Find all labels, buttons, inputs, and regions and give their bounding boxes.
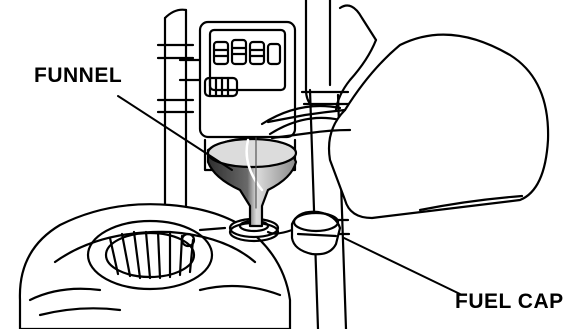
funnel-leader-line — [118, 96, 232, 170]
fuel-cap-leader-line — [344, 238, 460, 294]
quick-connect-fittings — [205, 40, 280, 96]
fuel-cap — [268, 212, 340, 255]
funnel — [208, 138, 296, 226]
fuel-can — [268, 35, 548, 218]
funnel-label: FUNNEL — [34, 64, 122, 88]
fuel-cap-label: FUEL CAP — [455, 290, 564, 314]
